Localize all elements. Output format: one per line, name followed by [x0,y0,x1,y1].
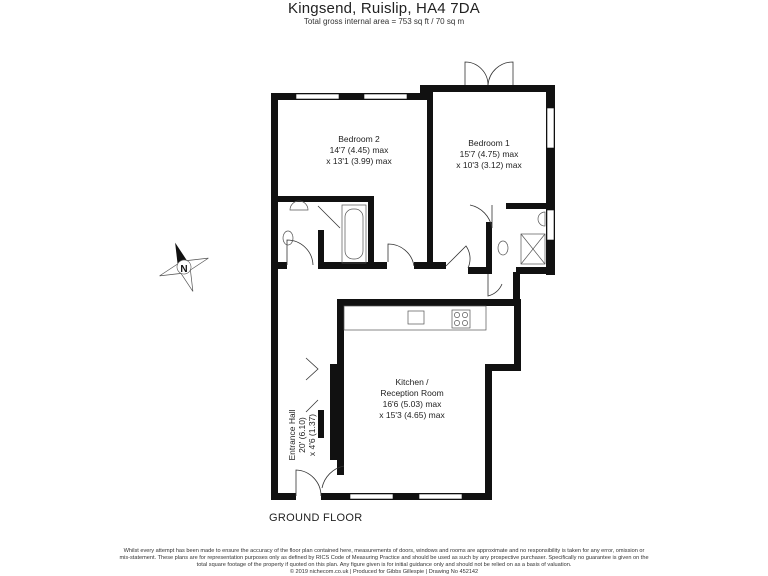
wall-ensuite-top [506,203,546,209]
wall-bath-left [318,230,324,269]
toilet-ensuite [497,240,509,256]
door-kitchen [321,465,345,489]
bedroom2-name: Bedroom 2 [338,134,380,144]
hob-ring-1 [454,312,460,318]
door-french-right [487,61,514,86]
door-cupboard [487,274,503,297]
bedroom1-name: Bedroom 1 [468,138,510,148]
hob-ring-3 [454,320,460,326]
window-bed2-a [295,93,340,100]
door-bed2 [387,243,415,267]
bath-tub-inner [344,208,364,260]
door-bath-inner [317,205,341,229]
wall-top-bed1-step [420,85,433,100]
sink-bath [289,200,309,211]
wall-kitchen-top [337,299,520,306]
wall-bottom-b [321,493,492,500]
wall-kitchen-right-step [485,364,521,371]
room-labels: Bedroom 2 14'7 (4.45) max x 13'1 (3.99) … [287,134,522,461]
wall-bath-right [368,196,374,269]
page-title: Kingsend, Ruislip, HA4 7DA [288,0,480,17]
hall-cupboard [330,364,344,460]
wall-right-bed1 [546,85,555,275]
hall-dim2: x 4'6 (1.37) [307,414,317,456]
disclaimer-text: Whilst every attempt has been made to en… [119,548,649,569]
window-bed1-right [546,107,555,149]
door-french-left [464,61,489,86]
wall-ensuite-left [486,222,492,274]
wall-left [271,93,278,500]
door-entrance [295,469,322,497]
kitchen-sink [407,310,425,325]
door-bed1 [445,245,471,269]
window-ensuite [546,209,555,241]
wall-hall-stub [318,410,324,438]
bedroom1-dim1: 15'7 (4.75) max [460,149,520,159]
bath-tub [341,204,367,264]
wall-bottom-bed1 [468,267,488,274]
shower-cross [520,233,546,265]
door-bath [286,239,314,266]
wall-bottom-bed1-r [516,267,555,274]
wall-top-bed1 [427,85,555,92]
wall-top-bed2 [271,93,431,100]
compass-label: N [180,264,187,275]
wall-kitchen-right-b [485,364,492,500]
wall-bed-divider [427,93,433,269]
shower-ensuite [520,233,546,265]
wall-bottom-bed2-c [414,262,446,269]
floor-label: GROUND FLOOR [269,512,363,524]
wall-cupboard-right [513,272,520,305]
kitchen-counter [343,305,487,331]
hall-name: Entrance Hall [287,409,297,460]
compass-centre [176,259,192,275]
compass-north-point [175,242,187,265]
door-folding-b [305,399,319,413]
window-bed2-b [363,93,408,100]
toilet-bath [282,230,294,246]
windows [295,93,555,500]
wall-bottom-bed2-a [271,262,287,269]
sink-ensuite [537,211,546,227]
hob-ring-2 [462,312,468,318]
footer-credits: © 2019 nichecom.co.uk | Produced for Gib… [289,569,479,575]
hob-ring-4 [462,320,468,326]
bedroom1-dim2: x 10'3 (3.12) max [456,160,522,170]
wall-kitchen-right-a [514,299,521,371]
compass [159,242,209,292]
bedroom2-dim1: 14'7 (4.45) max [330,145,390,155]
wall-bath-top [278,196,373,202]
kitchen-name-2: Reception Room [380,388,443,398]
kitchen-dim2: x 15'3 (4.65) max [379,410,445,420]
kitchen-hob [451,309,471,329]
hall-dim1: 20' (6.10) [297,417,307,453]
doors [286,61,514,497]
bedroom2-dim2: x 13'1 (3.99) max [326,156,392,166]
window-bottom-b [418,493,463,500]
door-folding [305,357,319,381]
kitchen-dim1: 16'6 (5.03) max [383,399,443,409]
wall-bottom-bed2-b [324,262,387,269]
fixtures [282,200,546,460]
area-subtitle: Total gross internal area = 753 sq ft / … [303,17,465,26]
window-bottom-a [349,493,394,500]
wall-bottom [271,493,296,500]
door-ensuite [469,204,493,229]
kitchen-name-1: Kitchen / [395,377,429,387]
